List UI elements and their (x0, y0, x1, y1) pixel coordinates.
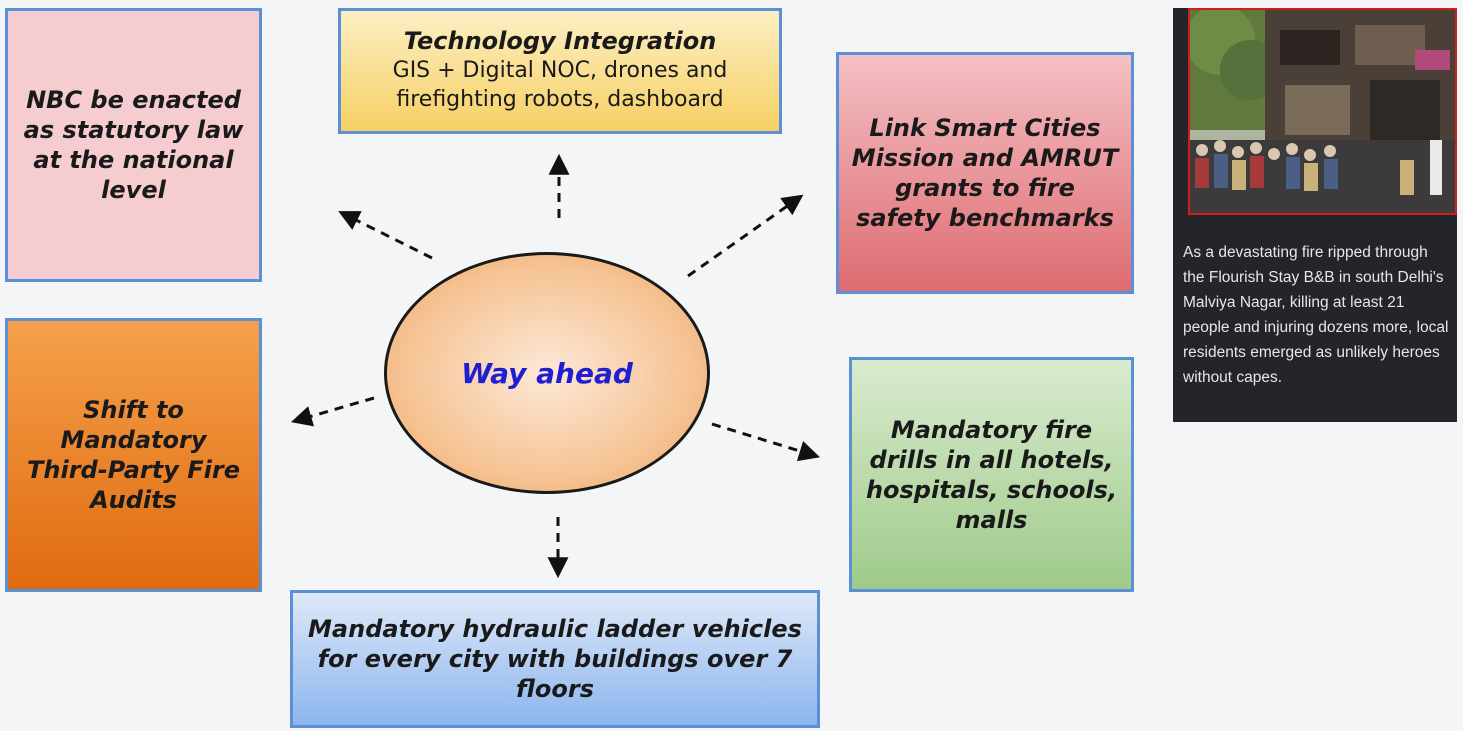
node-technology-integration: Technology Integration GIS + Digital NOC… (338, 8, 782, 134)
node-smart-cities-text: Link Smart Cities Mission and AMRUT gran… (851, 114, 1119, 232)
node-smart-cities: Link Smart Cities Mission and AMRUT gran… (836, 52, 1134, 294)
news-photo (1188, 8, 1457, 215)
news-caption: As a devastating fire ripped through the… (1183, 244, 1449, 386)
arrow-to-smart-cities (687, 194, 804, 278)
node-technology-title: Technology Integration (403, 26, 717, 55)
fire-scene-illustration (1190, 10, 1455, 213)
node-fire-drills: Mandatory fire drills in all hotels, hos… (849, 357, 1134, 592)
node-fire-drills-text: Mandatory fire drills in all hotels, hos… (865, 415, 1118, 534)
node-ladder-text: Mandatory hydraulic ladder vehicles for … (308, 615, 802, 703)
node-third-party-text: Shift to Mandatory Third-Party Fire Audi… (27, 396, 240, 514)
center-oval: Way ahead (384, 252, 710, 494)
news-card: As a devastating fire ripped through the… (1173, 8, 1457, 422)
center-label: Way ahead (461, 356, 633, 390)
node-nbc-text: NBC be enacted as statutory law at the n… (23, 86, 244, 204)
node-nbc-statutory-law: NBC be enacted as statutory law at the n… (5, 8, 262, 282)
arrow-to-third-party (290, 396, 375, 427)
arrow-to-nbc (338, 211, 433, 260)
node-third-party-audits: Shift to Mandatory Third-Party Fire Audi… (5, 318, 262, 592)
node-hydraulic-ladder: Mandatory hydraulic ladder vehicles for … (290, 590, 820, 728)
node-technology-description: GIS + Digital NOC, drones and firefighti… (392, 57, 728, 113)
arrow-to-fire-drills (711, 422, 821, 462)
